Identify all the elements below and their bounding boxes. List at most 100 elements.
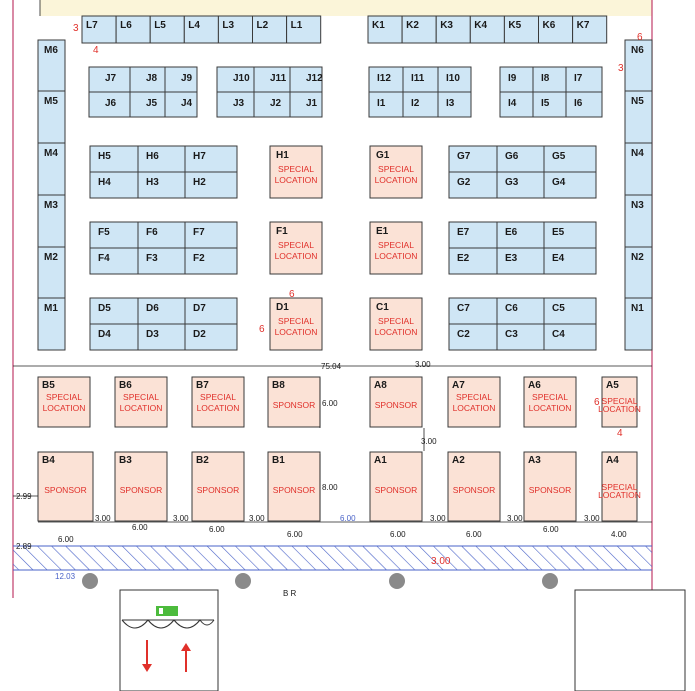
booth-a5[interactable] — [601, 376, 638, 428]
booth-m1[interactable] — [37, 297, 66, 351]
booth-j1[interactable] — [289, 91, 323, 118]
booth-j2[interactable] — [253, 91, 291, 118]
booth-d3[interactable] — [137, 323, 186, 351]
booth-e1[interactable] — [369, 221, 423, 275]
booth-g5[interactable] — [543, 145, 597, 173]
aisle-a3-a4-label: 3.00 — [584, 514, 600, 523]
booth-j12[interactable] — [289, 66, 323, 93]
booth-g3[interactable] — [496, 171, 545, 199]
booth-k6[interactable] — [538, 15, 574, 44]
booth-d1[interactable] — [269, 297, 323, 351]
booth-a2[interactable] — [447, 451, 501, 522]
booth-c2[interactable] — [448, 323, 498, 351]
booth-label-c5: C5 — [552, 303, 565, 314]
booth-g7[interactable] — [448, 145, 498, 173]
booth-c4[interactable] — [543, 323, 597, 351]
booth-f2[interactable] — [184, 247, 238, 275]
booth-e4[interactable] — [543, 247, 597, 275]
booth-m4[interactable] — [37, 142, 66, 196]
booth-i9[interactable] — [499, 66, 534, 93]
booth-a7[interactable] — [447, 376, 501, 428]
special-location-text: SPECIAL — [278, 316, 314, 326]
booth-c1[interactable] — [369, 297, 423, 351]
booth-label-d7: D7 — [193, 303, 206, 314]
booth-f4[interactable] — [89, 247, 139, 275]
booth-n5[interactable] — [624, 90, 653, 144]
booth-i2[interactable] — [402, 91, 439, 118]
booth-j3[interactable] — [216, 91, 255, 118]
booth-f3[interactable] — [137, 247, 186, 275]
booth-i3[interactable] — [437, 91, 472, 118]
booth-l3[interactable] — [217, 15, 253, 44]
booth-b5[interactable] — [37, 376, 91, 428]
booth-m3[interactable] — [37, 194, 66, 248]
booth-m5[interactable] — [37, 90, 66, 144]
booth-e6[interactable] — [496, 221, 545, 249]
booth-label-d3: D3 — [146, 329, 159, 340]
booth-a4[interactable] — [601, 451, 638, 522]
booth-k7[interactable] — [572, 15, 608, 44]
booth-label-l6: L6 — [120, 20, 132, 31]
booth-h7[interactable] — [184, 145, 238, 173]
booth-n3[interactable] — [624, 194, 653, 248]
booth-a1[interactable] — [369, 451, 423, 522]
booth-label-d4: D4 — [98, 329, 111, 340]
booth-j11[interactable] — [253, 66, 291, 93]
booth-h6[interactable] — [137, 145, 186, 173]
booth-c6[interactable] — [496, 297, 545, 325]
booth-label-e2: E2 — [457, 253, 470, 264]
booth-m6[interactable] — [37, 39, 66, 93]
booth-i6[interactable] — [565, 91, 603, 118]
sponsor-text: SPONSOR — [273, 485, 316, 495]
booth-l1[interactable] — [286, 15, 322, 44]
booth-h5[interactable] — [89, 145, 139, 173]
booth-b7[interactable] — [191, 376, 245, 428]
booth-i7[interactable] — [565, 66, 603, 93]
booth-h2[interactable] — [184, 171, 238, 199]
booth-k1[interactable] — [367, 15, 403, 44]
booth-a8[interactable] — [369, 376, 423, 428]
booth-l7[interactable] — [81, 15, 117, 44]
booth-i12[interactable] — [368, 66, 404, 93]
booth-n1[interactable] — [624, 297, 653, 351]
booth-l2[interactable] — [252, 15, 288, 44]
booth-f1[interactable] — [269, 221, 323, 275]
booth-f7[interactable] — [184, 221, 238, 249]
booth-label-d1: D1 — [276, 302, 289, 313]
booth-e2[interactable] — [448, 247, 498, 275]
booth-c3[interactable] — [496, 323, 545, 351]
booth-h4[interactable] — [89, 171, 139, 199]
booth-h1[interactable] — [269, 145, 323, 199]
booth-c5[interactable] — [543, 297, 597, 325]
booth-i4[interactable] — [499, 91, 534, 118]
booth-h3[interactable] — [137, 171, 186, 199]
exit-sign-icon — [156, 606, 178, 616]
booth-d2[interactable] — [184, 323, 238, 351]
special-location-text: SPECIAL — [602, 482, 638, 492]
booth-f5[interactable] — [89, 221, 139, 249]
booth-b2[interactable] — [191, 451, 245, 522]
booth-k5[interactable] — [503, 15, 539, 44]
booth-g1[interactable] — [369, 145, 423, 199]
booth-a6[interactable] — [523, 376, 577, 428]
booth-b4[interactable] — [37, 451, 94, 522]
booth-i1[interactable] — [368, 91, 404, 118]
booth-label-j1: J1 — [306, 98, 318, 109]
booth-j4[interactable] — [164, 91, 198, 118]
booth-i5[interactable] — [532, 91, 567, 118]
booth-b1[interactable] — [267, 451, 321, 522]
booth-label-b5: B5 — [42, 380, 55, 391]
booth-k4[interactable] — [469, 15, 505, 44]
booth-label-m2: M2 — [44, 252, 58, 263]
booth-a3[interactable] — [523, 451, 577, 522]
booth-j8[interactable] — [129, 66, 166, 93]
booth-i8[interactable] — [532, 66, 567, 93]
booth-b6[interactable] — [114, 376, 168, 428]
booth-n2[interactable] — [624, 246, 653, 300]
booth-k3[interactable] — [435, 15, 471, 44]
booth-b3[interactable] — [114, 451, 168, 522]
booth-b8[interactable] — [267, 376, 321, 428]
booth-j5[interactable] — [129, 91, 166, 118]
booth-g4[interactable] — [543, 171, 597, 199]
booth-m2[interactable] — [37, 246, 66, 300]
